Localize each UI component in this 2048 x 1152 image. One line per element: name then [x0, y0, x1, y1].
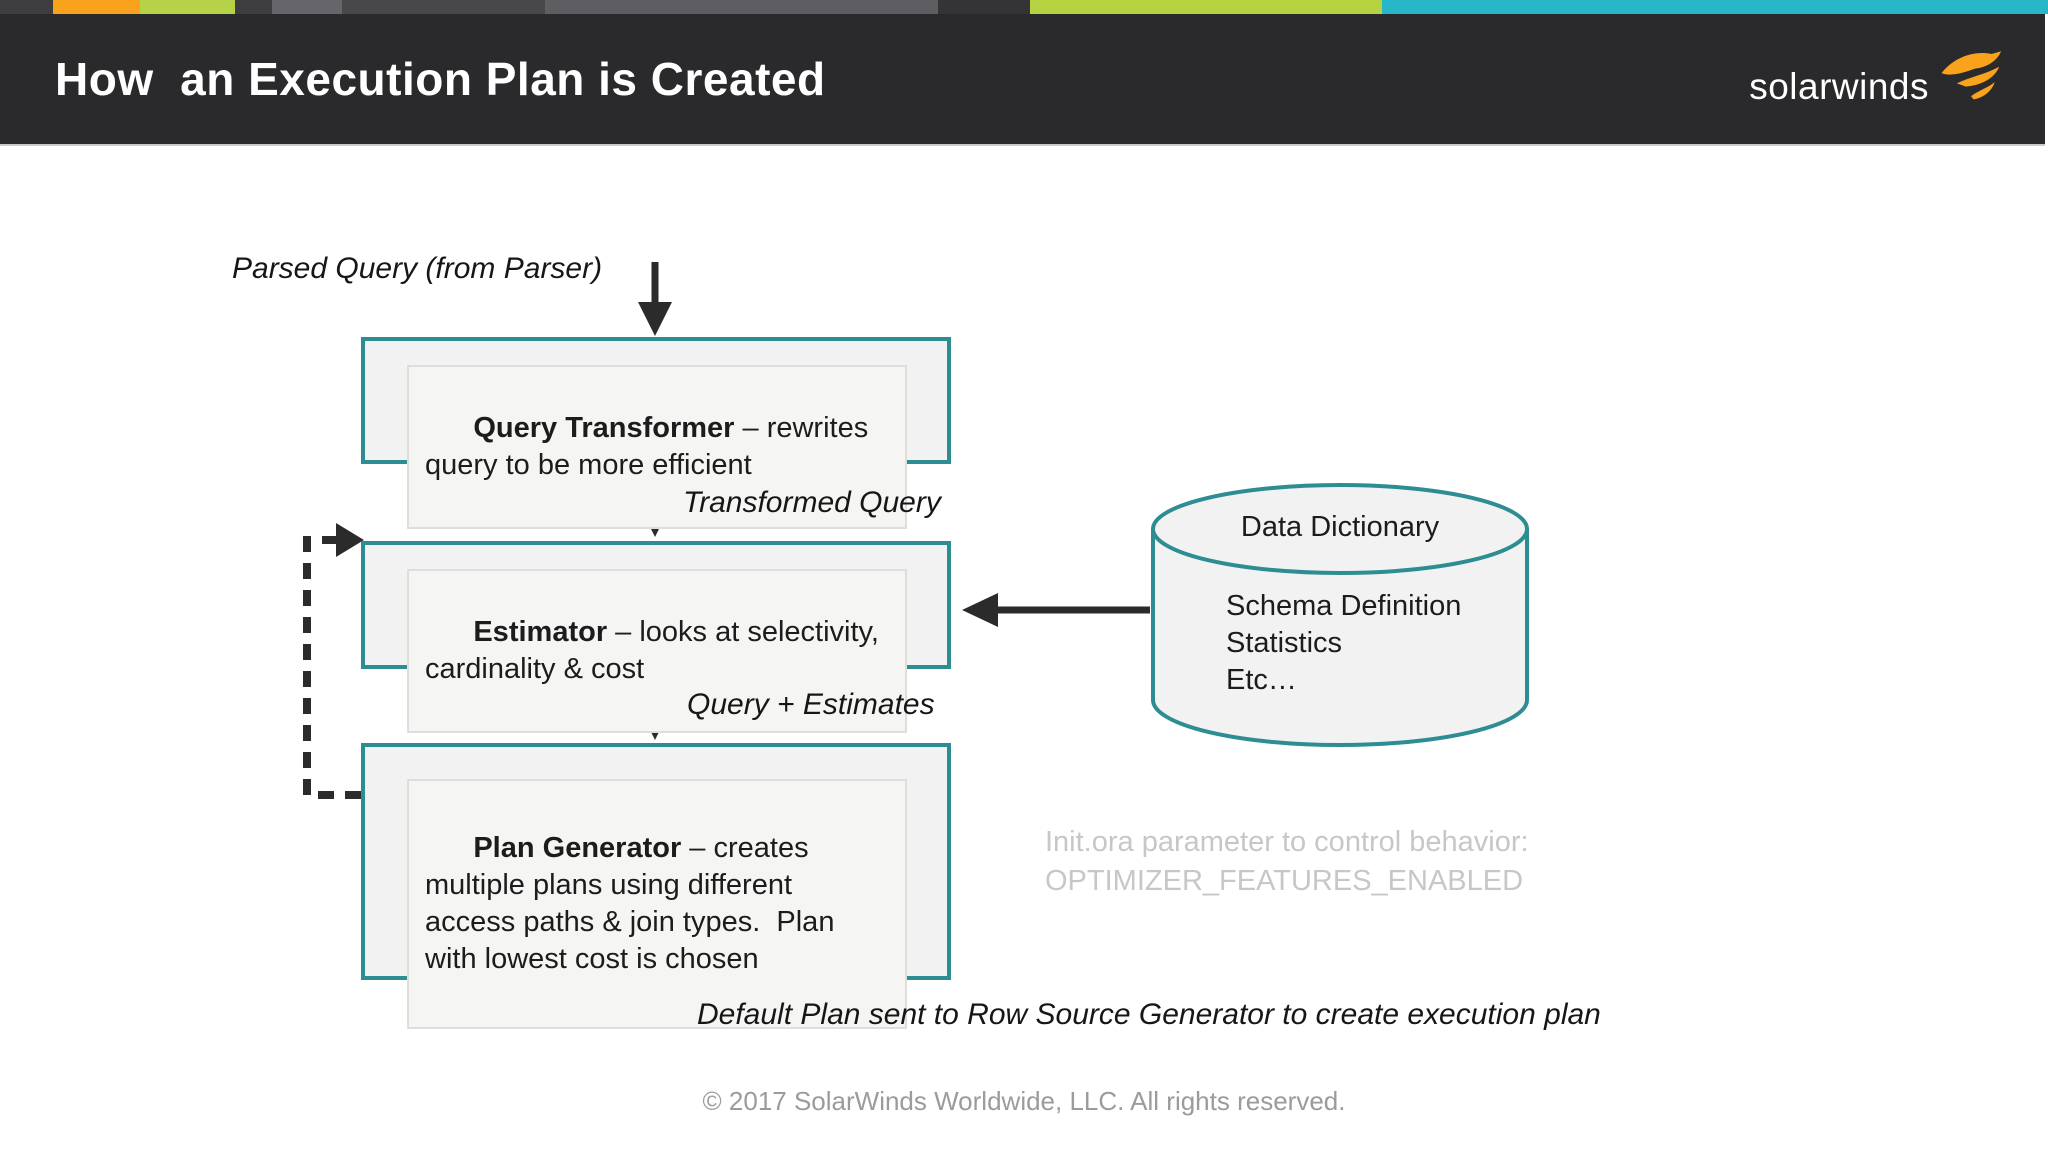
arrow-parsed-query: [638, 262, 672, 336]
header-bar: How an Execution Plan is Created solarwi…: [0, 14, 2045, 146]
strip-segment: [140, 0, 235, 14]
label-parsed-query: Parsed Query (from Parser): [232, 252, 603, 285]
data-dictionary-items: Schema Definition Statistics Etc…: [1226, 588, 1461, 699]
data-dictionary-item: Schema Definition: [1226, 590, 1462, 622]
plan-generator-box: Plan Generator – creates multiple plans …: [361, 743, 951, 1029]
plan-generator-title: Plan Generator: [473, 832, 682, 864]
data-dictionary-title: Data Dictionary: [1240, 511, 1440, 543]
label-default-plan-output: Default Plan sent to Row Source Generato…: [697, 998, 1601, 1031]
copyright-text: © 2017 SolarWinds Worldwide, LLC. All ri…: [702, 1086, 1346, 1116]
strip-segment: [0, 0, 53, 14]
estimator-desc: – looks at selectivity, cardinality & co…: [425, 616, 888, 685]
query-transformer-text: Query Transformer – rewrites query to be…: [407, 365, 907, 529]
label-transformed-query: Transformed Query: [683, 486, 941, 519]
plan-generator-desc: – creates multiple plans using different…: [425, 832, 843, 975]
strip-segment: [272, 0, 342, 14]
data-dictionary-item: Etc…: [1226, 664, 1297, 696]
strip-segment: [235, 0, 272, 14]
logo-text: solarwinds: [1749, 65, 1929, 107]
solarwinds-logo: solarwinds: [1749, 51, 2003, 107]
solarwinds-swirl-icon: [1941, 51, 2002, 100]
strip-segment: [342, 0, 545, 14]
estimator-box: Estimator – looks at selectivity, cardin…: [361, 541, 951, 733]
query-transformer-box: Query Transformer – rewrites query to be…: [361, 337, 951, 529]
query-transformer-desc: – rewrites query to be more efficient: [425, 412, 877, 481]
page-title: How an Execution Plan is Created: [55, 53, 826, 105]
arrow-data-dictionary: [962, 593, 1150, 627]
estimator-title: Estimator: [473, 616, 608, 648]
strip-segment: [545, 0, 938, 14]
init-ora-note-line1: Init.ora parameter to control behavior:: [1045, 826, 1529, 858]
estimator-text: Estimator – looks at selectivity, cardin…: [407, 569, 907, 733]
dashed-feedback-arrow: [303, 523, 364, 799]
init-ora-note: Init.ora parameter to control behavior: …: [1045, 823, 1529, 901]
query-transformer-title: Query Transformer: [473, 412, 735, 444]
strip-segment: [1382, 0, 2048, 14]
top-strip: [0, 0, 2048, 14]
strip-segment: [53, 0, 140, 14]
label-query-plus-estimates: Query + Estimates: [687, 688, 935, 721]
init-ora-note-line2: OPTIMIZER_FEATURES_ENABLED: [1045, 865, 1524, 897]
plan-generator-text: Plan Generator – creates multiple plans …: [407, 779, 907, 1029]
strip-segment: [1030, 0, 1382, 14]
strip-segment: [938, 0, 1030, 14]
data-dictionary-item: Statistics: [1226, 627, 1343, 659]
